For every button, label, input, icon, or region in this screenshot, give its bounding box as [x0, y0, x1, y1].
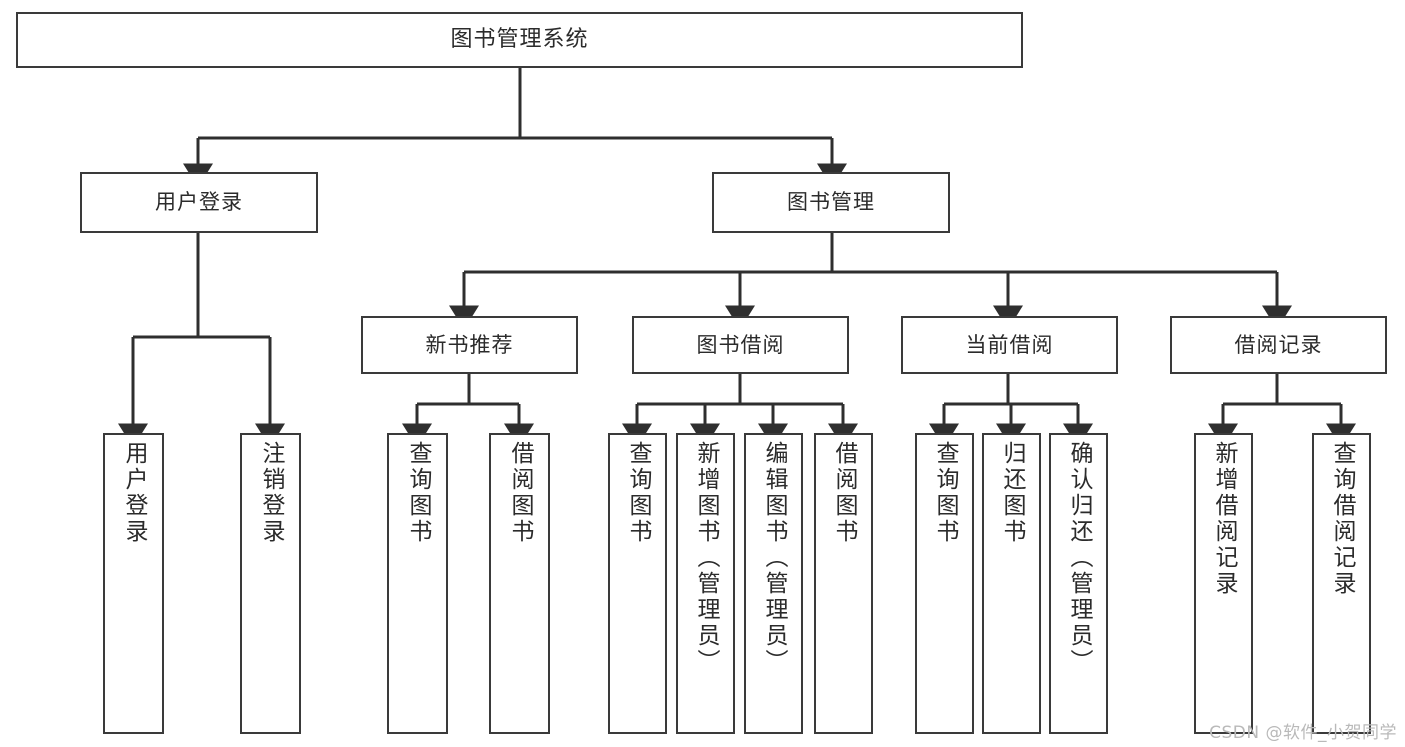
node-current-borrow[interactable]: 当前借阅 — [901, 316, 1118, 374]
node-book-borrow[interactable]: 图书借阅 — [632, 316, 849, 374]
node-leaf-query-book-3-label: 查询图书 — [932, 441, 958, 545]
node-leaf-return-book-label: 归还图书 — [999, 441, 1025, 545]
node-root-label: 图书管理系统 — [450, 27, 589, 53]
node-leaf-confirm-return[interactable]: 确认归还（管理员） — [1049, 433, 1108, 734]
node-leaf-query-book-2[interactable]: 查询图书 — [608, 433, 667, 734]
node-leaf-borrow-book-2-label: 借阅图书 — [831, 441, 857, 545]
node-leaf-user-login[interactable]: 用户登录 — [103, 433, 164, 734]
node-leaf-edit-book-label: 编辑图书（管理员） — [761, 441, 787, 675]
node-leaf-logout-label: 注销登录 — [258, 441, 284, 545]
node-leaf-return-book[interactable]: 归还图书 — [982, 433, 1041, 734]
node-leaf-query-book-1-label: 查询图书 — [405, 441, 431, 545]
node-new-book-recommend[interactable]: 新书推荐 — [361, 316, 578, 374]
node-leaf-confirm-return-label: 确认归还（管理员） — [1066, 441, 1092, 675]
node-leaf-edit-book[interactable]: 编辑图书（管理员） — [744, 433, 803, 734]
node-leaf-add-book[interactable]: 新增图书（管理员） — [676, 433, 735, 734]
node-leaf-query-book-2-label: 查询图书 — [625, 441, 651, 545]
node-leaf-borrow-book-1-label: 借阅图书 — [507, 441, 533, 545]
node-book-manage-label: 图书管理 — [787, 190, 875, 215]
node-leaf-logout[interactable]: 注销登录 — [240, 433, 301, 734]
node-user-login[interactable]: 用户登录 — [80, 172, 318, 233]
node-leaf-add-book-label: 新增图书（管理员） — [693, 441, 719, 675]
node-leaf-user-login-label: 用户登录 — [121, 441, 147, 545]
node-root[interactable]: 图书管理系统 — [16, 12, 1023, 68]
node-borrow-record-label: 借阅记录 — [1234, 332, 1323, 357]
node-current-borrow-label: 当前借阅 — [965, 332, 1054, 357]
node-leaf-query-book-3[interactable]: 查询图书 — [915, 433, 974, 734]
node-leaf-borrow-book-1[interactable]: 借阅图书 — [489, 433, 550, 734]
node-borrow-record[interactable]: 借阅记录 — [1170, 316, 1387, 374]
node-leaf-borrow-book-2[interactable]: 借阅图书 — [814, 433, 873, 734]
node-leaf-add-record[interactable]: 新增借阅记录 — [1194, 433, 1253, 734]
node-leaf-query-record-label: 查询借阅记录 — [1329, 441, 1355, 597]
node-leaf-query-record[interactable]: 查询借阅记录 — [1312, 433, 1371, 734]
node-leaf-query-book-1[interactable]: 查询图书 — [387, 433, 448, 734]
node-user-login-label: 用户登录 — [155, 190, 243, 215]
node-leaf-add-record-label: 新增借阅记录 — [1211, 441, 1237, 597]
watermark-text: CSDN @软件_小贺同学 — [1209, 723, 1397, 743]
node-book-manage[interactable]: 图书管理 — [712, 172, 950, 233]
node-new-book-recommend-label: 新书推荐 — [425, 332, 514, 357]
node-book-borrow-label: 图书借阅 — [696, 332, 785, 357]
